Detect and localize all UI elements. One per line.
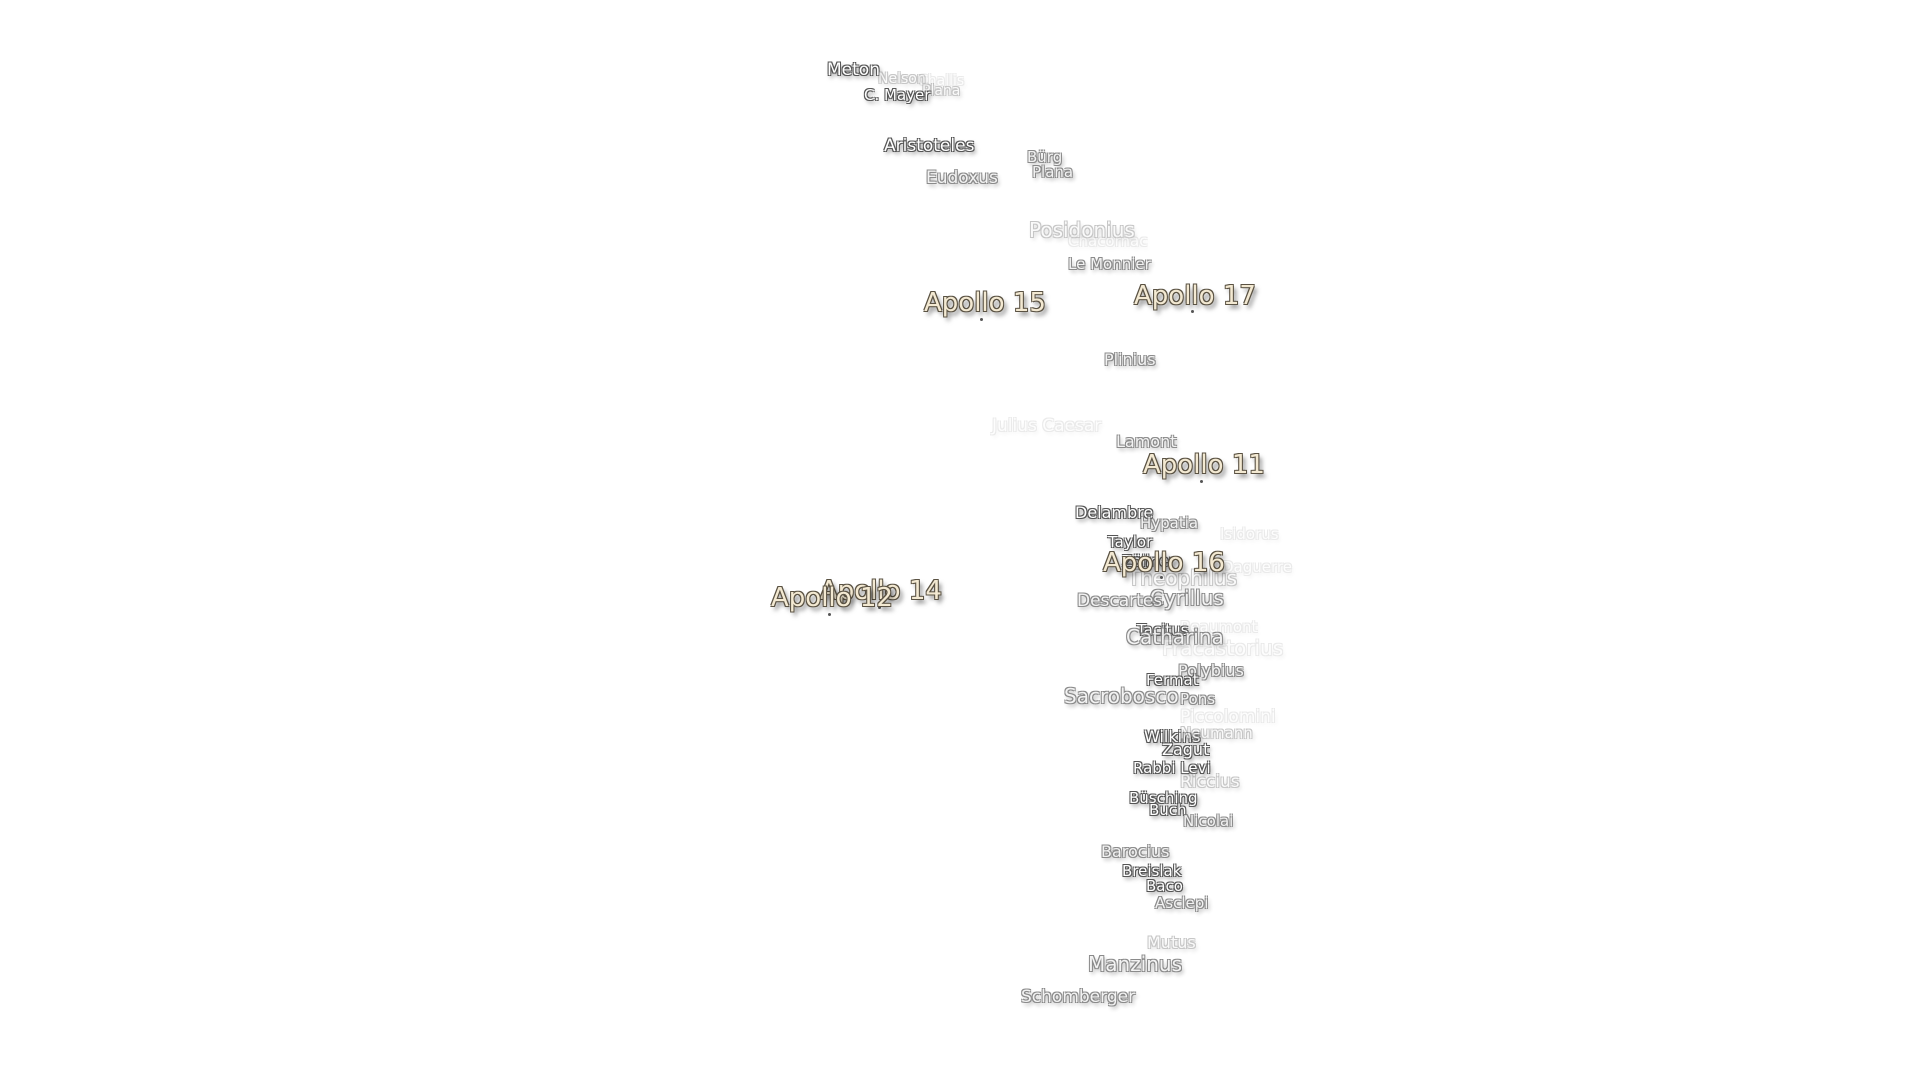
crater-label-mutus[interactable]: Mutus <box>1147 933 1196 952</box>
crater-label-isidorus[interactable]: Isidorus <box>1220 525 1279 543</box>
crater-label-breislak[interactable]: Breislak <box>1122 862 1182 880</box>
crater-label-zollner[interactable]: Zöllner <box>1122 552 1175 570</box>
crater-label-baco[interactable]: Baco <box>1146 877 1183 895</box>
crater-label-plinius[interactable]: Plinius <box>1104 350 1156 369</box>
crater-label-rabbi-levi[interactable]: Rabbi Levi <box>1133 759 1211 777</box>
crater-label-fermat[interactable]: Fermat <box>1146 671 1199 689</box>
crater-label-meton[interactable]: Meton <box>827 60 880 80</box>
crater-label-daguerre[interactable]: Daguerre <box>1222 558 1292 576</box>
crater-label-fracastorius[interactable]: Fracastorius <box>1162 636 1284 660</box>
crater-label-neumann[interactable]: Neumann <box>1180 724 1253 742</box>
apollo-16-marker <box>1160 576 1163 579</box>
apollo-11-label[interactable]: Apollo 11 <box>1143 450 1265 480</box>
crater-label-buch[interactable]: Buch <box>1149 801 1187 819</box>
crater-label-schomberger[interactable]: Schomberger <box>1021 987 1136 1007</box>
crater-label-pons[interactable]: Pons <box>1180 690 1216 708</box>
crater-label-taylor[interactable]: Taylor <box>1108 533 1153 551</box>
crater-label-asclepi[interactable]: Asclepi <box>1155 894 1209 912</box>
crater-label-nelson[interactable]: Nelson <box>878 71 926 87</box>
crater-label-aristoteles[interactable]: Aristoteles <box>884 136 975 156</box>
crater-label-lamont[interactable]: Lamont <box>1116 432 1177 451</box>
crater-label-nicolai[interactable]: Nicolai <box>1183 812 1234 830</box>
crater-label-theophilus[interactable]: Theophilus <box>1128 566 1238 590</box>
apollo-15-marker <box>980 318 983 321</box>
crater-label-c-mayer[interactable]: C. Mayer <box>864 86 931 104</box>
crater-label-hypatia[interactable]: Hypatia <box>1140 514 1199 532</box>
crater-label-delambre[interactable]: Delambre <box>1075 503 1154 522</box>
apollo-16-label[interactable]: Apollo 16 <box>1103 548 1225 578</box>
crater-label-busching[interactable]: Büsching <box>1129 789 1198 807</box>
crater-label-chacornac[interactable]: Chacornac <box>1068 232 1148 250</box>
crater-label-polybius[interactable]: Polybius <box>1178 661 1244 680</box>
apollo-15-label[interactable]: Apollo 15 <box>924 288 1046 318</box>
apollo-12-label[interactable]: Apollo 12 <box>771 583 893 613</box>
crater-label-wilkins[interactable]: Wilkins <box>1144 727 1201 746</box>
crater-label-zagut[interactable]: Zagut <box>1162 740 1210 759</box>
crater-label-cyrillus[interactable]: Cyrillus <box>1150 586 1224 610</box>
crater-label-plana-2[interactable]: Plana <box>1032 163 1074 181</box>
crater-label-manzinus[interactable]: Manzinus <box>1088 952 1183 976</box>
crater-label-plana-1[interactable]: Plana <box>922 83 961 99</box>
crater-label-barocius[interactable]: Barocius <box>1101 842 1170 861</box>
apollo-17-label[interactable]: Apollo 17 <box>1134 281 1256 311</box>
crater-label-posidonius[interactable]: Posidonius <box>1029 218 1135 242</box>
apollo-11-marker <box>1200 480 1203 483</box>
crater-label-catharina[interactable]: Catharina <box>1126 625 1224 649</box>
crater-label-piccolomini[interactable]: Piccolomini <box>1180 707 1276 727</box>
crater-label-descartes[interactable]: Descartes <box>1077 591 1163 611</box>
apollo-14-marker <box>878 606 881 609</box>
crater-label-sacrobosco[interactable]: Sacrobosco <box>1064 684 1179 708</box>
crater-label-eudoxus[interactable]: Eudoxus <box>926 168 998 188</box>
apollo-12-marker <box>828 613 831 616</box>
crater-label-beaumont[interactable]: Beaumont <box>1180 618 1258 636</box>
crater-label-tacitus[interactable]: Tacitus <box>1137 621 1189 639</box>
crater-label-challis[interactable]: Challis <box>918 73 965 89</box>
apollo-14-label[interactable]: Apollo 14 <box>820 576 942 606</box>
crater-label-julius-caesar[interactable]: Julius Caesar <box>992 416 1102 436</box>
crater-label-riccius[interactable]: Riccius <box>1180 772 1240 792</box>
crater-label-burg[interactable]: Bürg <box>1027 148 1063 166</box>
apollo-17-marker <box>1191 310 1194 313</box>
crater-label-le-monnier[interactable]: Le Monnier <box>1068 255 1151 273</box>
